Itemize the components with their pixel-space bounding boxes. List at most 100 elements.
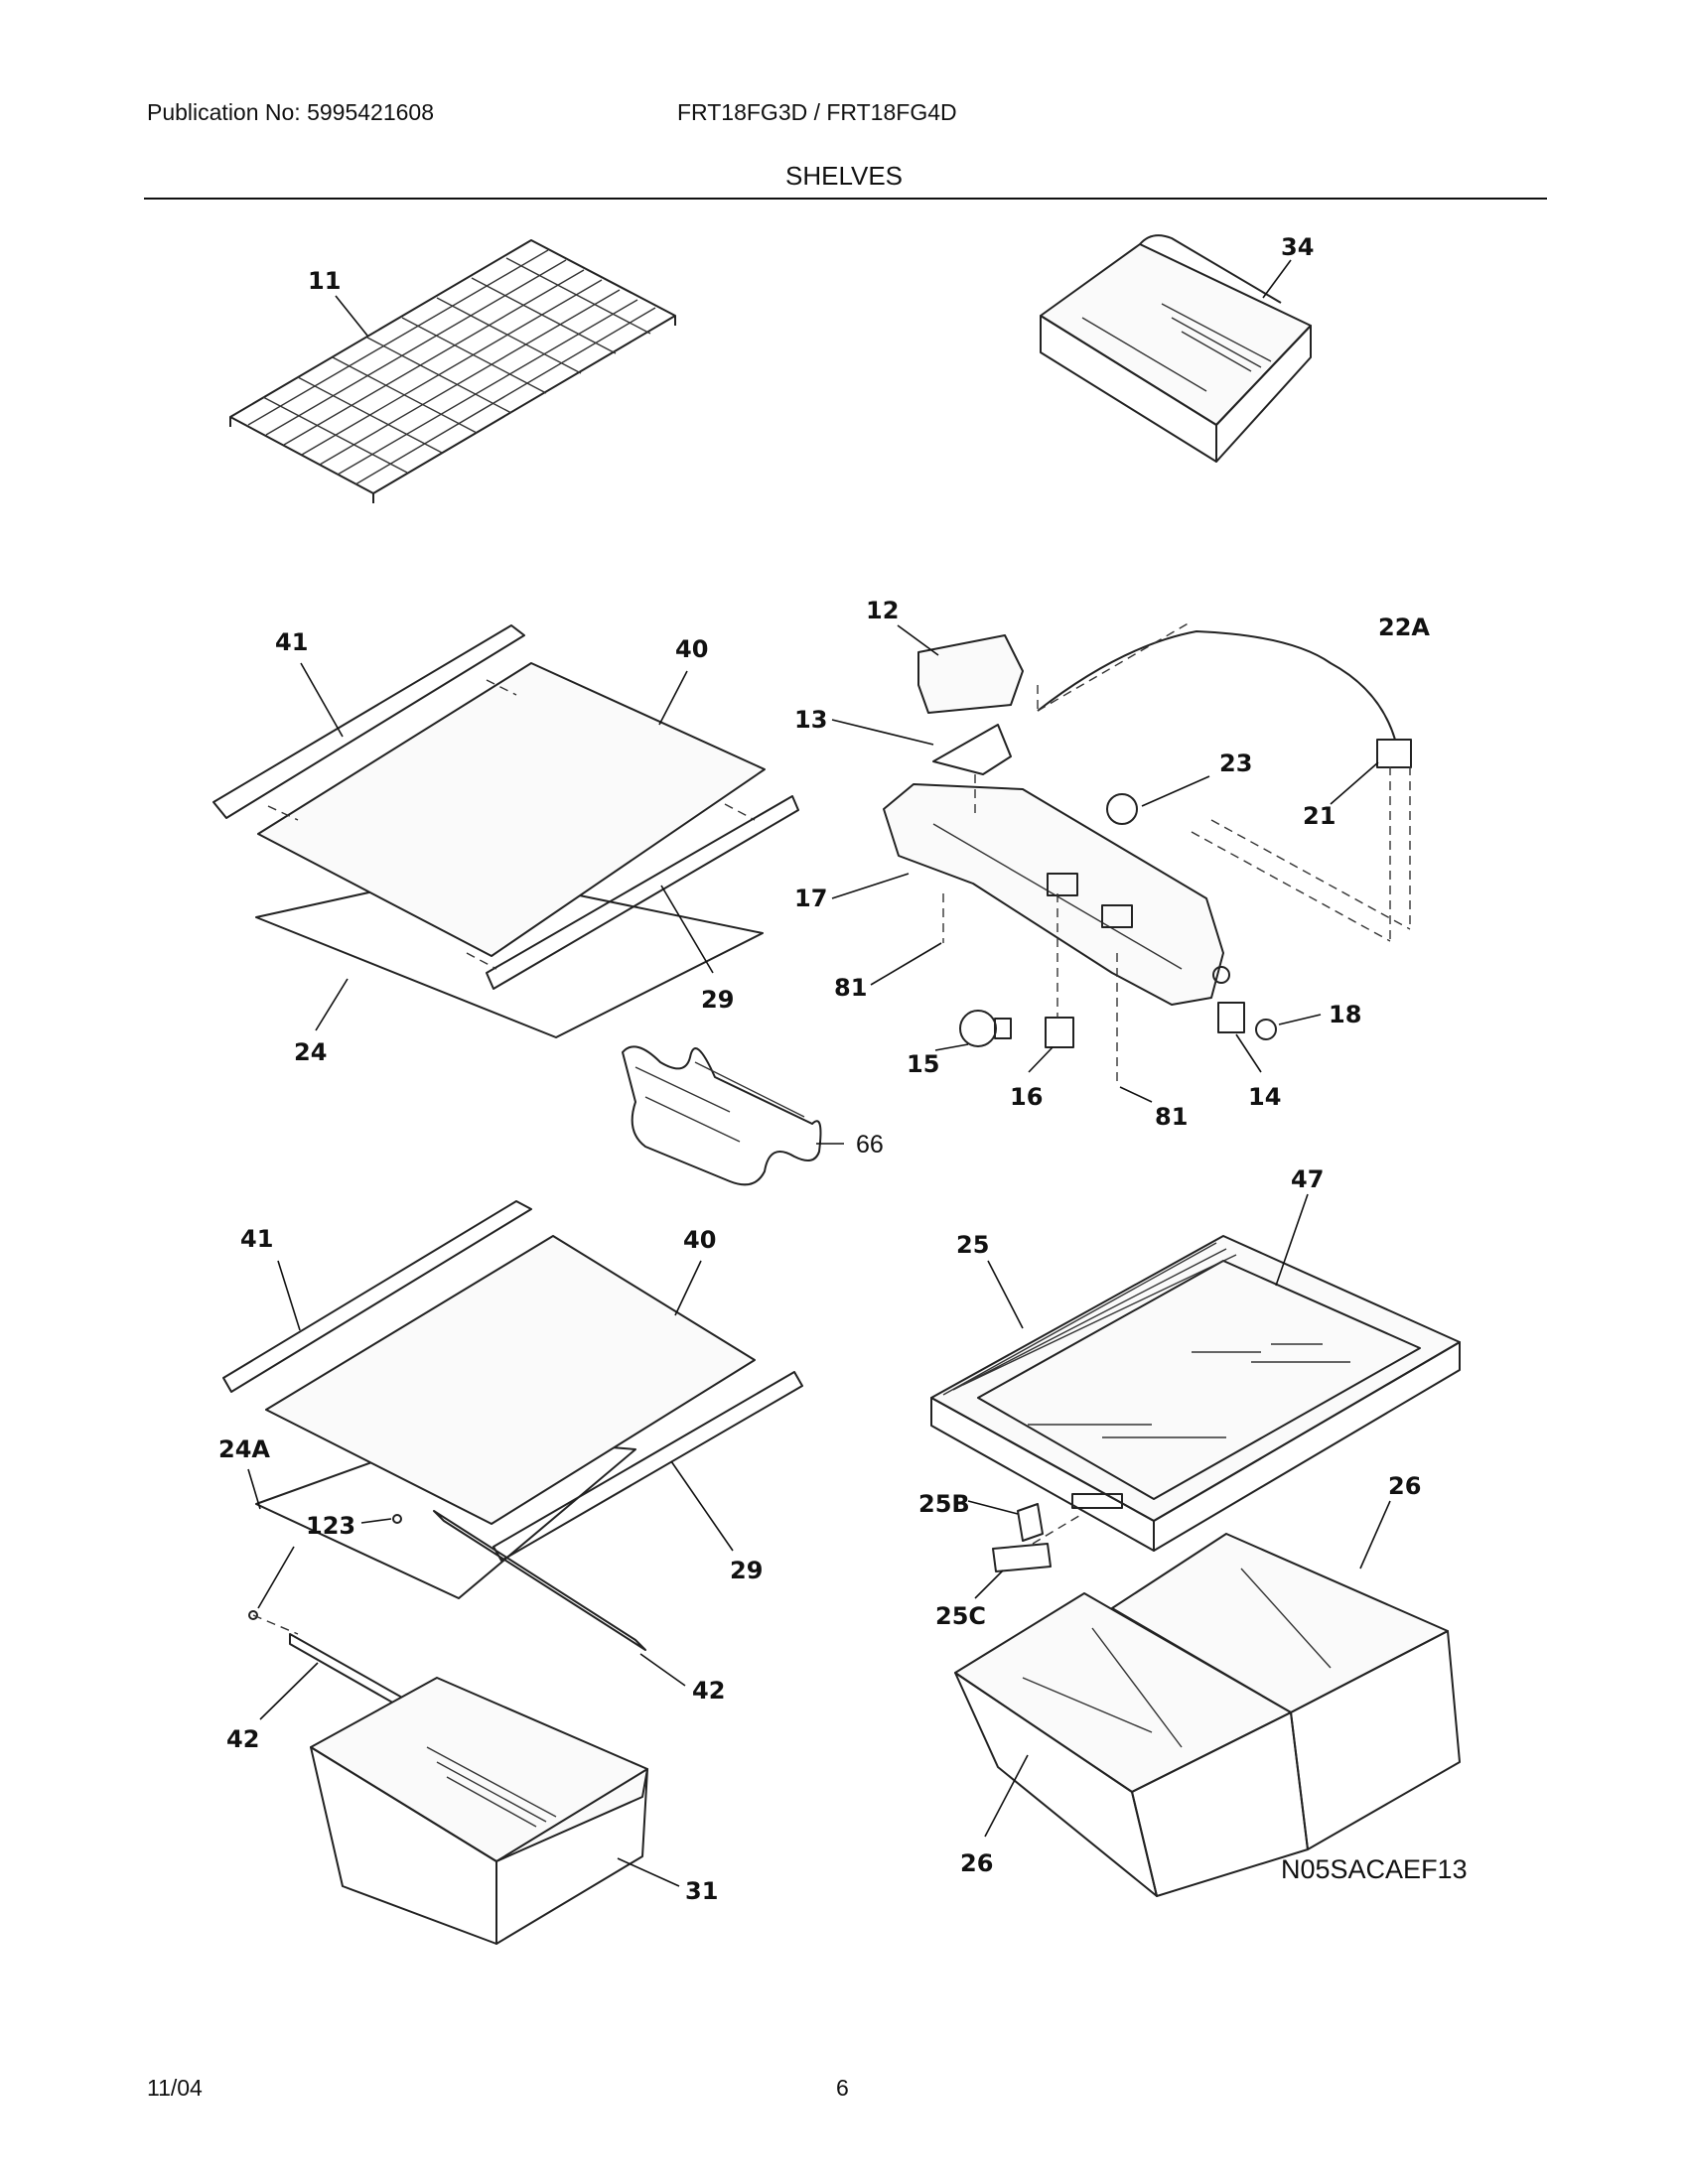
leader-42b — [259, 1662, 319, 1720]
footer-date: 11/04 — [147, 2075, 203, 2101]
clip-part-25B — [1017, 1503, 1044, 1542]
leader-24 — [315, 978, 349, 1031]
trim-part-41a — [212, 624, 525, 819]
callout-24A: 24A — [218, 1435, 270, 1463]
section-title: SHELVES — [784, 161, 903, 191]
leader-41a — [300, 662, 344, 738]
leader-16 — [1028, 1046, 1054, 1073]
callout-26a: 26 — [1388, 1472, 1421, 1500]
callout-123: 123 — [306, 1512, 355, 1540]
leader-40b — [674, 1260, 702, 1316]
leader-15 — [934, 1043, 969, 1051]
leader-123a — [360, 1518, 392, 1524]
leader-11 — [335, 295, 368, 337]
slide-part-42a — [433, 1510, 646, 1651]
leader-25B — [967, 1500, 1019, 1515]
leader-18 — [1278, 1014, 1322, 1025]
callout-40a: 40 — [675, 635, 708, 663]
leader-34 — [1262, 259, 1292, 299]
leader-12 — [897, 624, 939, 656]
bin-part-34 — [1040, 234, 1312, 463]
trim-part-29a — [486, 795, 799, 990]
screw-part-123b — [248, 1610, 258, 1620]
glass-part-40a — [257, 662, 766, 957]
leader-24A — [247, 1468, 261, 1510]
callout-42b: 42 — [226, 1725, 259, 1753]
callout-11: 11 — [308, 267, 341, 295]
leader-26b — [984, 1754, 1029, 1838]
leader-31 — [617, 1857, 680, 1887]
glass-part-47 — [977, 1260, 1421, 1500]
callout-81b: 81 — [1155, 1103, 1188, 1131]
callout-22A: 22A — [1378, 614, 1430, 641]
callout-25C: 25C — [935, 1602, 986, 1630]
socket-part-16 — [1045, 1017, 1074, 1048]
lens-part-13 — [932, 724, 1012, 775]
leader-40a — [658, 670, 688, 726]
header-rule — [144, 198, 1547, 200]
leader-21 — [1330, 761, 1379, 805]
leader-29a — [660, 885, 714, 974]
switch-part-21 — [1376, 739, 1412, 768]
diagram-code: N05SACAEF13 — [1281, 1854, 1468, 1884]
callout-29a: 29 — [701, 986, 734, 1014]
callout-29b: 29 — [730, 1557, 763, 1584]
leader-14 — [1235, 1033, 1262, 1073]
callout-13: 13 — [794, 706, 827, 734]
publication-number: Publication No: 5995421608 — [147, 99, 435, 125]
callout-81a: 81 — [834, 974, 867, 1002]
switch-part-14 — [1217, 1002, 1245, 1033]
wire-shelf-part-11 — [229, 239, 676, 503]
callout-42a: 42 — [692, 1677, 725, 1705]
callout-25: 25 — [956, 1231, 989, 1259]
knob-part-18 — [1255, 1019, 1277, 1040]
callout-12: 12 — [866, 597, 899, 624]
upper-glass-shelf-group — [212, 624, 799, 1038]
leader-47 — [1275, 1193, 1309, 1287]
leader-26a — [1359, 1500, 1391, 1570]
leader-42a — [639, 1653, 686, 1687]
leader-25 — [987, 1260, 1024, 1329]
leader-29b — [670, 1460, 734, 1552]
bulb-part-15 — [959, 1010, 997, 1047]
callout-66: 66 — [856, 1131, 884, 1159]
callout-41a: 41 — [275, 628, 308, 656]
leader-81b — [1119, 1086, 1153, 1103]
callout-17: 17 — [794, 885, 827, 912]
callout-40b: 40 — [683, 1226, 716, 1254]
callout-41b: 41 — [240, 1225, 273, 1253]
screw-part-123a — [392, 1514, 402, 1524]
footer-page-number: 6 — [836, 2075, 849, 2101]
lower-glass-shelf-group — [222, 1200, 803, 1945]
callout-21: 21 — [1303, 802, 1336, 830]
leader-13 — [831, 719, 934, 746]
crisper-group — [930, 1235, 1461, 1897]
wine-rack-part-66 — [622, 1045, 822, 1186]
cover-part-12 — [917, 634, 1024, 714]
crisper-cover-part-25 — [930, 1235, 1461, 1522]
trim-part-41b — [222, 1200, 532, 1393]
clip-part-25C — [992, 1543, 1052, 1572]
model-numbers: FRT18FG3D / FRT18FG4D — [677, 99, 957, 125]
callout-47: 47 — [1291, 1165, 1324, 1193]
callout-34: 34 — [1281, 233, 1314, 261]
callout-24: 24 — [294, 1038, 327, 1066]
leader-123b — [257, 1546, 295, 1609]
callout-14: 14 — [1248, 1083, 1281, 1111]
callout-23: 23 — [1219, 750, 1252, 777]
drawer-part-31 — [310, 1677, 648, 1862]
callout-26b: 26 — [960, 1849, 993, 1877]
wire-part-22A — [1037, 630, 1396, 741]
callout-18: 18 — [1329, 1001, 1361, 1028]
leader-17 — [831, 873, 910, 899]
leader-25C — [974, 1570, 1004, 1599]
thermostat-part-23 — [1106, 793, 1138, 825]
callout-16: 16 — [1010, 1083, 1043, 1111]
glass-part-40b — [265, 1235, 756, 1525]
leader-81a — [870, 942, 942, 986]
leader-41b — [277, 1260, 301, 1331]
control-housing-group — [883, 620, 1412, 1082]
leader-23 — [1141, 775, 1210, 807]
callout-25B: 25B — [918, 1490, 970, 1518]
